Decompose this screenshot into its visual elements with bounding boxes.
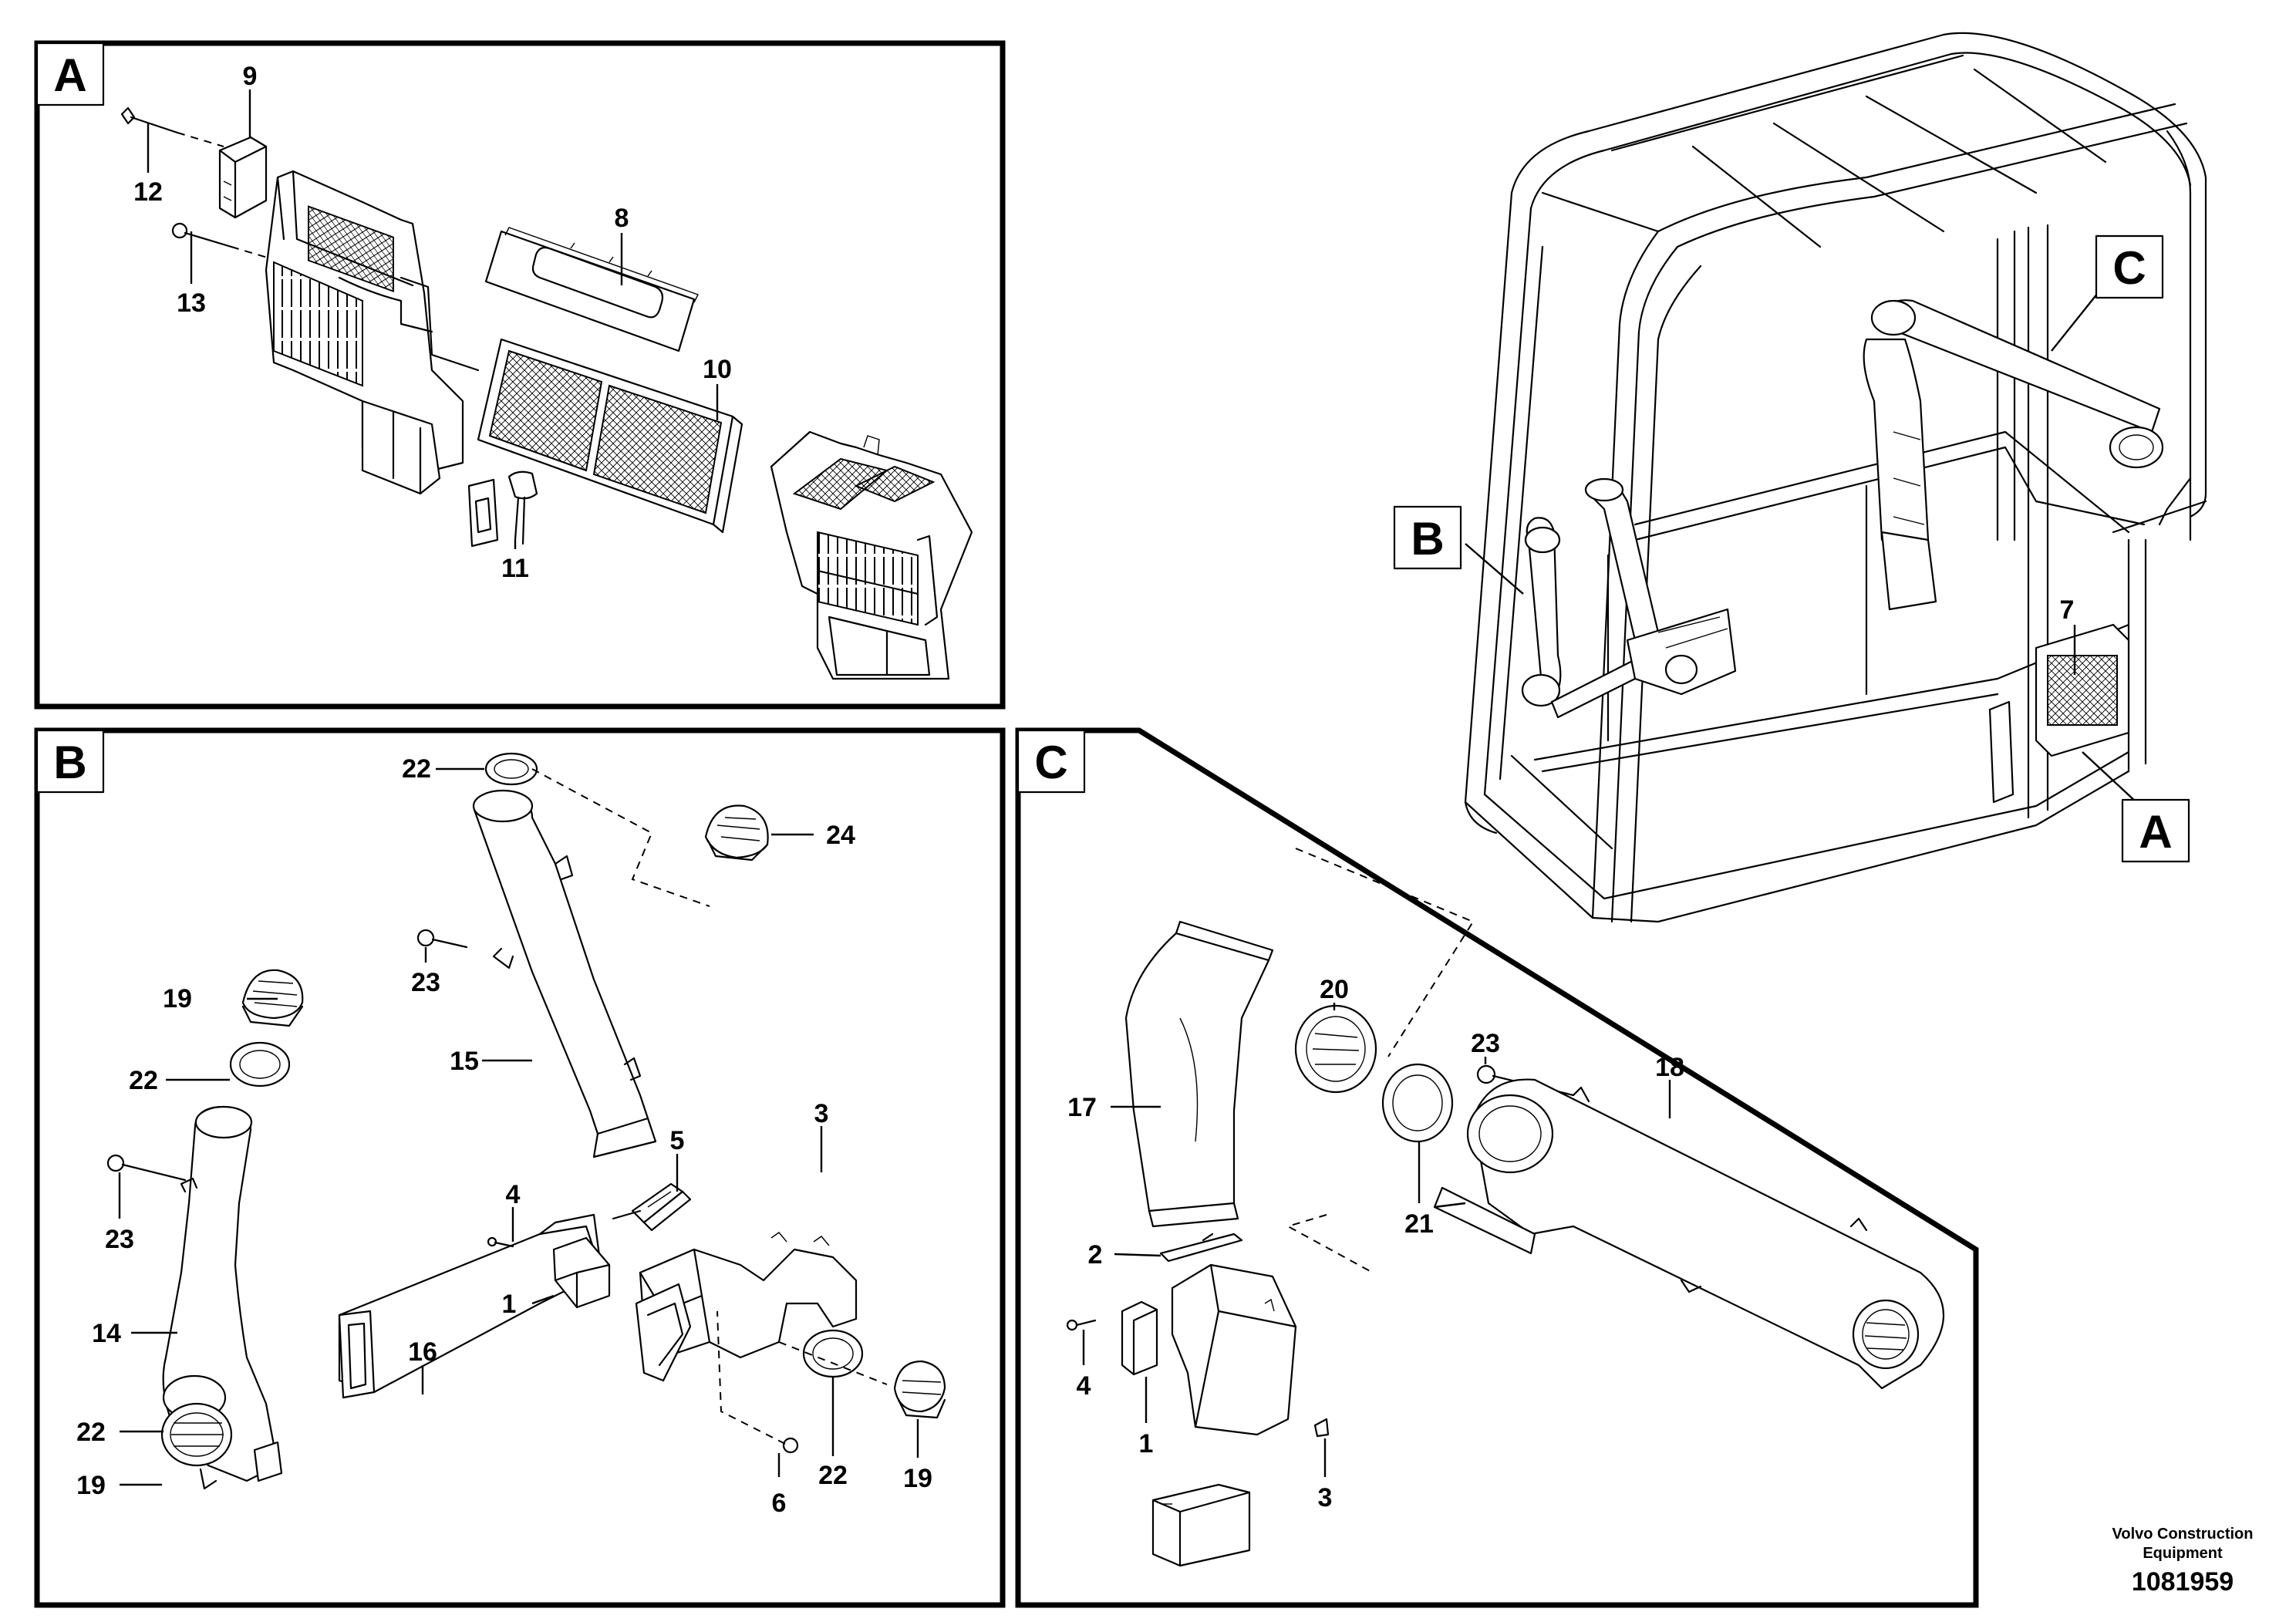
c-callout-18: 18 (1655, 1053, 1684, 1082)
b-callout-4: 4 (506, 1180, 521, 1209)
section-label-c: C (1034, 737, 1067, 788)
c-callout-17: 17 (1067, 1093, 1097, 1122)
panel-a-parts: 9 12 13 8 10 11 (120, 62, 973, 680)
panel-a-frame: A (34, 40, 1006, 710)
b-callout-22-top: 22 (402, 754, 431, 784)
cab-callout-c: C (2112, 242, 2146, 294)
panel-c-frame: C (1015, 727, 1979, 1608)
c-callout-2: 2 (1088, 1240, 1103, 1270)
a-callout-13: 13 (177, 288, 206, 318)
maker-line-1: Volvo Construction (2112, 1526, 2254, 1543)
cab-callout-b-box (1393, 505, 1462, 570)
b-callout-19-right: 19 (903, 1464, 932, 1493)
cab-callout-b: B (1411, 513, 1444, 565)
c-callout-4: 4 (1077, 1371, 1091, 1401)
section-label-b: B (53, 737, 86, 788)
panel-b-frame: B (34, 727, 1006, 1608)
b-callout-5: 5 (670, 1126, 685, 1155)
drawing-number: 1081959 (2132, 1567, 2234, 1597)
a-callout-11: 11 (501, 554, 529, 583)
b-callout-22-bot: 22 (76, 1418, 106, 1447)
b-callout-6: 6 (772, 1489, 787, 1518)
c-callout-20: 20 (1320, 975, 1349, 1004)
a-callout-10: 10 (703, 355, 732, 384)
b-callout-14: 14 (92, 1319, 121, 1348)
cab-callout-c-box (2095, 234, 2164, 299)
panel-c-parts: 20 23 18 17 21 2 4 1 3 (1066, 848, 1944, 1567)
c-callout-23: 23 (1471, 1029, 1500, 1058)
b-callout-23-left: 23 (105, 1225, 134, 1254)
b-callout-23-top: 23 (411, 968, 440, 997)
c-callout-1: 1 (1139, 1429, 1154, 1458)
maker-line-2: Equipment (2143, 1545, 2223, 1562)
b-callout-16: 16 (408, 1337, 437, 1367)
cab-overview: B C A 7 (1393, 32, 2207, 923)
a-callout-12: 12 (133, 177, 163, 207)
b-callout-22-low: 22 (818, 1461, 848, 1490)
b-callout-24: 24 (826, 821, 855, 850)
b-callout-19-bot: 19 (76, 1471, 106, 1500)
b-callout-3: 3 (814, 1099, 829, 1128)
cab-callout-a-box (2121, 798, 2190, 863)
cab-callout-a: A (2139, 806, 2172, 858)
a-callout-8: 8 (615, 204, 629, 233)
c-callout-21: 21 (1404, 1209, 1434, 1239)
a-callout-9: 9 (243, 62, 258, 91)
drawing-footer: Volvo Construction Equipment 1081959 (2112, 1526, 2254, 1597)
section-label-a: A (53, 49, 86, 101)
panel-b-parts: 22 24 23 15 19 22 23 14 4 5 3 1 16 22 6 … (76, 752, 946, 1518)
c-callout-3: 3 (1318, 1483, 1333, 1512)
cab-callout-7: 7 (2060, 595, 2075, 625)
b-callout-15: 15 (450, 1047, 479, 1076)
b-callout-1: 1 (502, 1290, 517, 1319)
b-callout-22-mid: 22 (129, 1066, 158, 1095)
b-callout-19-top: 19 (163, 984, 192, 1013)
